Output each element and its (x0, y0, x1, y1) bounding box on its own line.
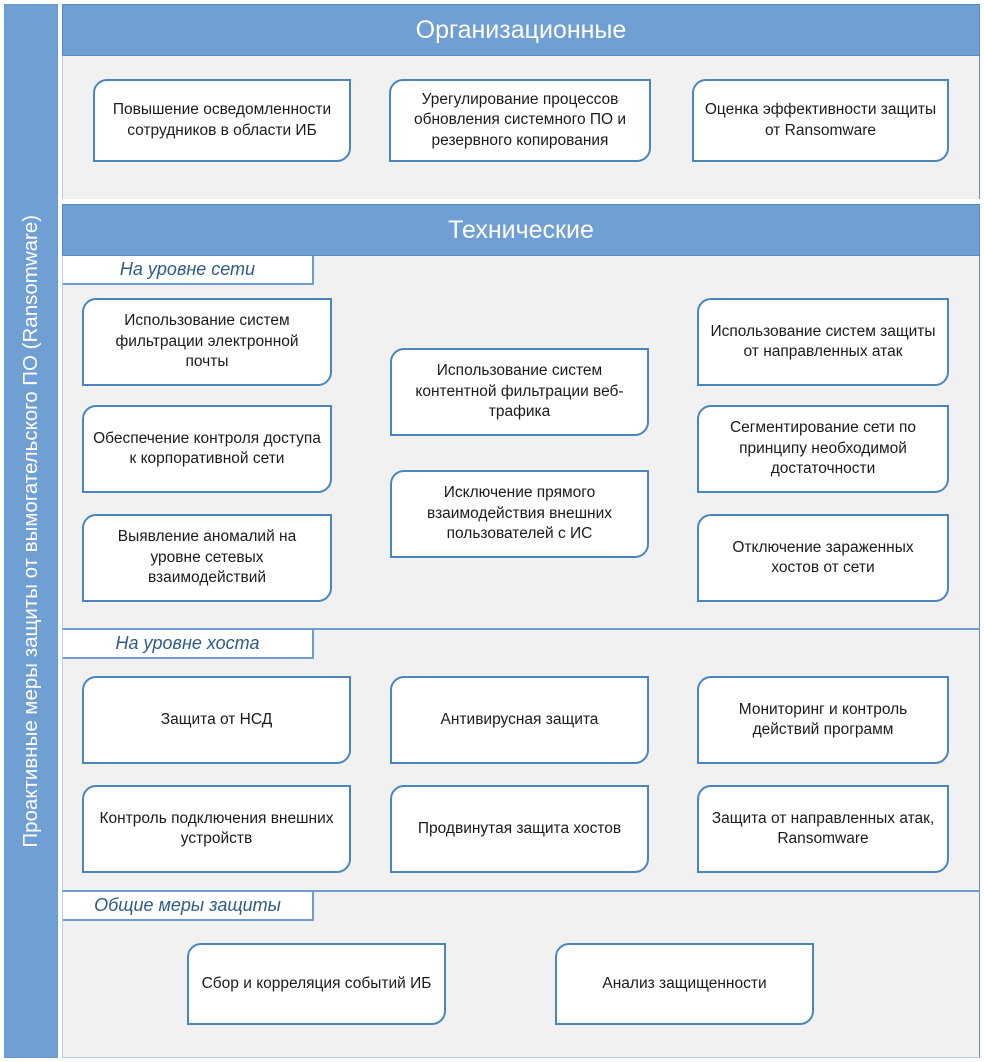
measure-box-antivirus-protection[interactable]: Антивирусная защита (390, 676, 649, 764)
measure-box-label: Использование систем контентной фильтрац… (415, 362, 624, 421)
measure-box-label: Сбор и корреляция событий ИБ (201, 974, 432, 992)
subsection-label-general-measures: Общие меры защиты (63, 892, 314, 921)
diagram-vertical-title: Проактивные меры защиты от вымогательско… (18, 214, 42, 848)
measure-box-web-content-filtering[interactable]: Использование систем контентной фильтрац… (390, 348, 649, 436)
measure-box-corporate-network-access-control[interactable]: Обеспечение контроля доступа к корпорати… (82, 405, 332, 493)
measure-box-label: Защита от направленных атак, Ransomware (711, 809, 935, 847)
measure-box-label: Продвинутая защита хостов (417, 819, 622, 837)
diagram-vertical-title-band: Проактивные меры защиты от вымогательско… (4, 4, 58, 1058)
measure-box-label: Сегментирование сети по принципу необход… (729, 419, 917, 478)
subsection-label-network-level: На уровне сети (63, 256, 314, 285)
subsection-network-level: На уровне сети Использование систем филь… (62, 256, 980, 628)
subsection-label-text: На уровне хоста (115, 633, 260, 653)
measure-box-label: Использование систем защиты от направлен… (710, 322, 936, 360)
measure-box-label: Повышение осведомленности сотрудников в … (112, 101, 332, 139)
subsection-label-host-level: На уровне хоста (63, 630, 314, 659)
category-header-organizational: Организационные (62, 4, 980, 56)
measure-box-program-activity-monitoring[interactable]: Мониторинг и контроль действий программ (697, 676, 949, 764)
measure-box-no-direct-external-interaction[interactable]: Исключение прямого взаимодействия внешни… (390, 470, 649, 558)
category-title-technical: Технические (448, 215, 594, 244)
subsection-label-text: Общие меры защиты (94, 895, 281, 915)
measure-box-isolate-infected-hosts[interactable]: Отключение зараженных хостов от сети (697, 514, 949, 602)
measure-box-label: Контроль подключения внешних устройств (99, 809, 334, 847)
category-body-organizational: Повышение осведомленности сотрудников в … (62, 56, 980, 199)
subsection-host-level: На уровне хоста Защита от НСД Антивирусн… (62, 628, 980, 890)
measure-box-label: Исключение прямого взаимодействия внешни… (427, 484, 612, 543)
measure-box-security-assessment[interactable]: Анализ защищенности (555, 943, 814, 1025)
measure-box-label: Использование систем фильтрации электрон… (115, 312, 299, 371)
category-header-technical: Технические (62, 204, 980, 256)
measure-box-label: Обеспечение контроля доступа к корпорати… (93, 429, 321, 467)
measure-box-targeted-attack-ransomware-protection[interactable]: Защита от направленных атак, Ransomware (697, 785, 949, 873)
measure-box-label: Выявление аномалий на уровне сетевых вза… (117, 528, 297, 587)
measure-box-label: Мониторинг и контроль действий программ (738, 700, 908, 738)
measure-box-network-segmentation[interactable]: Сегментирование сети по принципу необход… (697, 405, 949, 493)
measure-box-label: Урегулирование процессов обновления сист… (413, 90, 627, 149)
measure-box-label: Отключение зараженных хостов от сети (732, 538, 914, 576)
diagram-main-column: Организационные Повышение осведомленност… (62, 4, 980, 1058)
measure-box-label: Антивирусная защита (440, 710, 599, 728)
measure-box-network-anomaly-detection[interactable]: Выявление аномалий на уровне сетевых вза… (82, 514, 332, 602)
measure-box-label: Оценка эффективности защиты от Ransomwar… (704, 101, 937, 139)
measure-box-email-filtering[interactable]: Использование систем фильтрации электрон… (82, 298, 332, 386)
measure-box-advanced-host-protection[interactable]: Продвинутая защита хостов (390, 785, 649, 873)
measure-box-external-device-control[interactable]: Контроль подключения внешних устройств (82, 785, 351, 873)
subsection-label-text: На уровне сети (119, 259, 256, 279)
measure-box-update-backup-processes[interactable]: Урегулирование процессов обновления сист… (389, 79, 651, 162)
measure-box-awareness[interactable]: Повышение осведомленности сотрудников в … (93, 79, 351, 162)
subsection-general-measures: Общие меры защиты Сбор и корреляция собы… (62, 890, 980, 1058)
measure-box-ransomware-protection-assessment[interactable]: Оценка эффективности защиты от Ransomwar… (692, 79, 949, 162)
measure-box-label: Анализ защищенности (602, 974, 767, 992)
measure-box-event-collection-correlation[interactable]: Сбор и корреляция событий ИБ (187, 943, 446, 1025)
measure-box-label: Защита от НСД (160, 710, 273, 728)
measure-box-unauthorized-access-protection[interactable]: Защита от НСД (82, 676, 351, 764)
category-title-organizational: Организационные (415, 15, 627, 44)
measure-box-targeted-attack-protection-network[interactable]: Использование систем защиты от направлен… (697, 298, 949, 386)
